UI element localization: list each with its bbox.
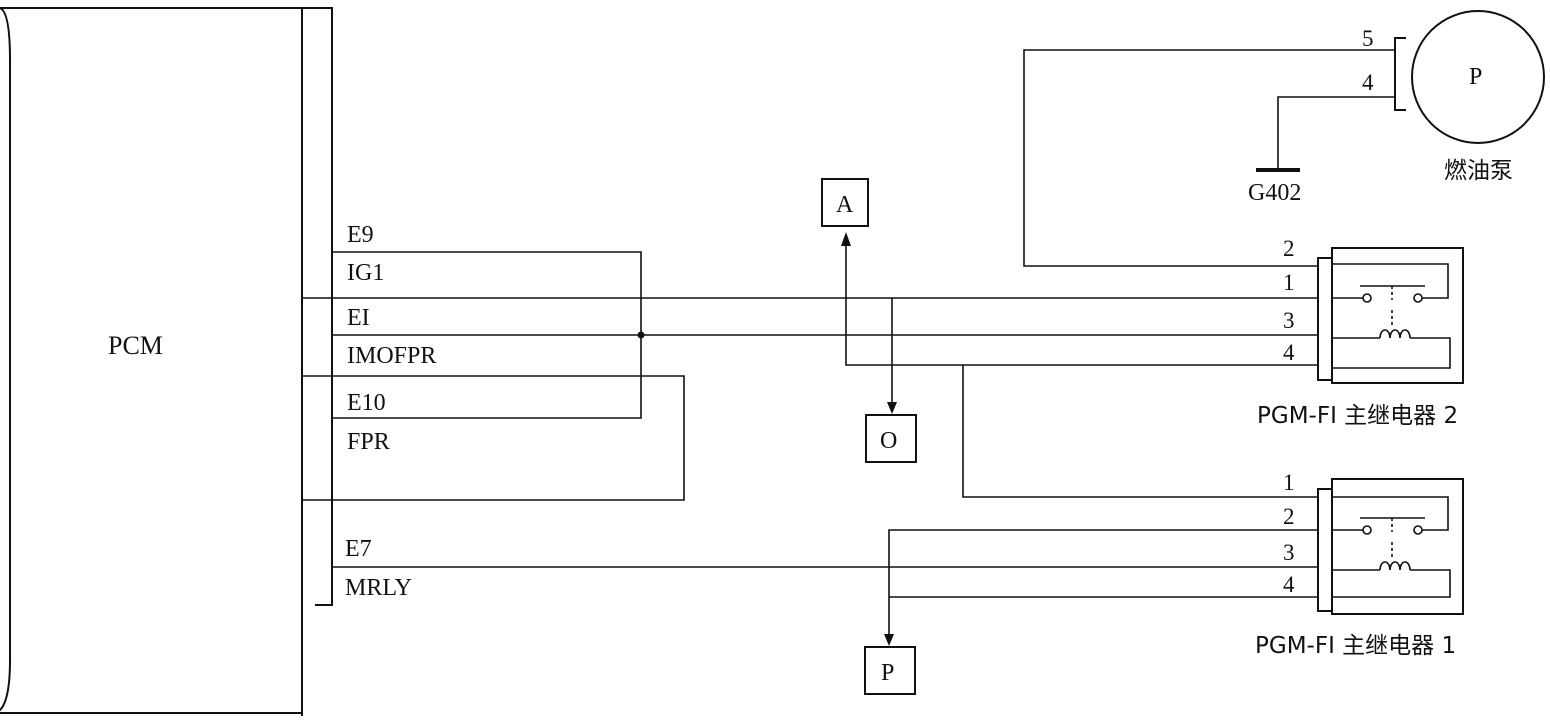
signal-imofpr: IMOFPR <box>347 343 436 369</box>
connector-a: A <box>821 178 869 227</box>
relay-2: 2 1 3 4 PGM-FI 主继电器 2 <box>1257 236 1464 429</box>
pump-pin-4: 4 <box>1362 70 1374 95</box>
wire-relay1-pin1 <box>962 365 1318 498</box>
splice-dot <box>637 331 645 339</box>
relay2-connector <box>1317 257 1333 381</box>
relay2-pin-3: 3 <box>1283 308 1295 333</box>
wires <box>302 49 1395 646</box>
wire-to-a <box>845 236 1318 366</box>
pcm-connector-bracket <box>301 7 333 606</box>
relay2-pin-4: 4 <box>1283 340 1295 365</box>
signal-ig1: IG1 <box>347 260 384 286</box>
relay2-body <box>1331 247 1464 384</box>
pcm-label: PCM <box>108 331 163 360</box>
relay2-pin-2: 2 <box>1283 236 1295 261</box>
wire-pump-ground <box>1277 96 1395 170</box>
connector-a-label: A <box>836 192 854 218</box>
pump-pin-5: 5 <box>1362 26 1374 51</box>
wire-fpr-loop <box>302 375 685 501</box>
relay-1: 1 2 3 4 PGM-FI 主继电器 1 <box>1255 470 1464 659</box>
relay1-coil <box>1379 561 1411 571</box>
signal-mrly: MRLY <box>345 575 412 601</box>
signal-fpr: FPR <box>347 429 390 455</box>
connector-p: P <box>864 646 916 695</box>
pump-symbol: P <box>1469 64 1482 90</box>
ground-label: G402 <box>1248 180 1301 206</box>
relay1-pin-2: 2 <box>1283 504 1295 529</box>
relay1-body <box>1331 478 1464 615</box>
arrow-to-a <box>841 232 851 246</box>
relay1-pin-3: 3 <box>1283 540 1295 565</box>
pump-motor-icon <box>1411 10 1545 144</box>
relay1-label: PGM-FI 主继电器 1 <box>1255 633 1456 659</box>
relay2-pin-1: 1 <box>1283 270 1295 295</box>
pump-connector <box>1394 37 1406 111</box>
fuel-pump-label: 燃油泵 <box>1444 158 1513 184</box>
arrow-to-o <box>887 402 897 414</box>
relay2-label: PGM-FI 主继电器 2 <box>1257 403 1458 429</box>
pin-e10: E10 <box>347 390 386 416</box>
pin-e7: E7 <box>345 536 372 562</box>
pcm-module: PCM <box>0 6 333 716</box>
pin-ei: EI <box>347 305 370 331</box>
relay1-connector <box>1317 488 1333 612</box>
pin-e9: E9 <box>347 222 374 248</box>
connector-p-label: P <box>881 660 894 686</box>
arrow-to-p <box>884 634 894 646</box>
connector-o-label: O <box>880 428 897 454</box>
fuel-pump: P 5 4 燃油泵 G402 <box>1248 10 1545 206</box>
connector-o: O <box>865 414 917 463</box>
relay1-pin-1: 1 <box>1283 470 1295 495</box>
pcm-left-edge <box>0 6 11 712</box>
relay1-pin-4: 4 <box>1283 572 1295 597</box>
wire-to-p <box>888 529 1318 644</box>
relay2-coil <box>1379 329 1411 339</box>
wire-pump-pin5 <box>1023 49 1395 267</box>
